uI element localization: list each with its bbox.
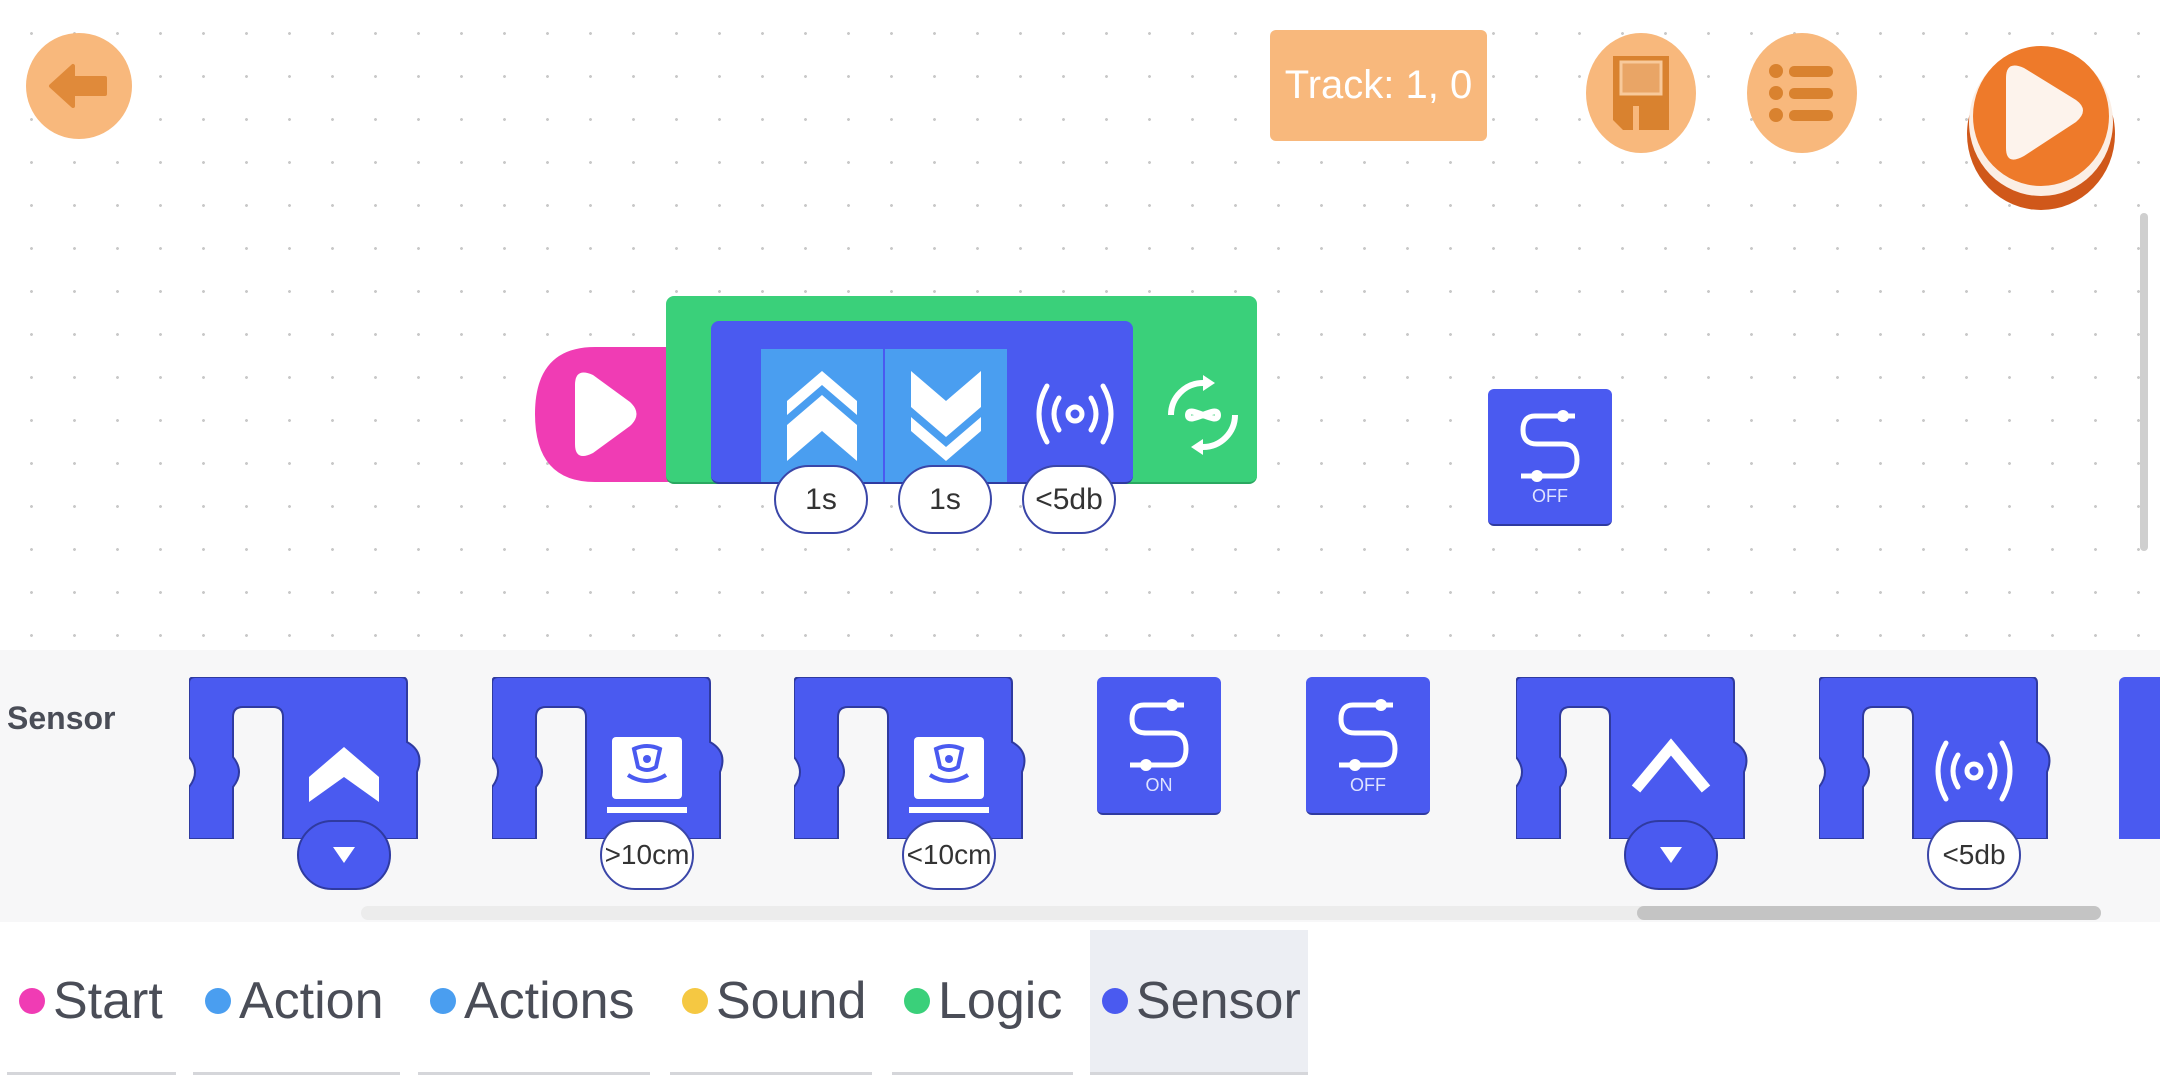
tab-sensor[interactable]: Sensor [1090, 930, 1308, 1075]
caret-down-icon [333, 847, 355, 863]
ultrasonic-icon [909, 737, 989, 813]
caret-down-icon [1660, 847, 1682, 863]
switch-path-icon [1129, 698, 1189, 771]
palette-title: Sensor [7, 700, 116, 736]
tab-start[interactable]: Start [7, 930, 176, 1075]
move-backward-block[interactable] [885, 349, 1007, 482]
track-display[interactable]: Track: 1, 0 [1270, 30, 1487, 141]
canvas-scrollbar[interactable] [2140, 213, 2148, 551]
menu-button[interactable] [1747, 33, 1857, 153]
category-dot-icon [430, 988, 456, 1014]
category-dot-icon [682, 988, 708, 1014]
dropdown-toggle[interactable] [1624, 820, 1718, 890]
block-param[interactable]: <10cm [902, 820, 996, 890]
sound-threshold-param[interactable]: <5db [1022, 465, 1116, 534]
arrow-left-icon [49, 64, 107, 108]
loose-switch-off-block[interactable]: OFF [1488, 389, 1612, 526]
floppy-disk-icon [1613, 56, 1669, 130]
tab-label: Logic [938, 972, 1063, 1030]
tab-sound[interactable]: Sound [670, 930, 872, 1075]
run-button[interactable] [1966, 38, 2116, 210]
tab-actions[interactable]: Actions [418, 930, 650, 1075]
block-param[interactable]: <5db [1927, 820, 2021, 890]
tab-label: Sensor [1136, 972, 1301, 1030]
category-dot-icon [904, 988, 930, 1014]
double-chevron-down-icon [911, 370, 981, 461]
tab-label: Start [53, 972, 163, 1030]
block-param[interactable]: >10cm [600, 820, 694, 890]
block-label: OFF [1350, 774, 1386, 795]
block-label: ON [1145, 774, 1173, 795]
tab-label: Actions [464, 972, 635, 1030]
switch-path-icon [1338, 698, 1398, 771]
category-dot-icon [1102, 988, 1128, 1014]
tab-label: Sound [716, 972, 867, 1030]
tab-action[interactable]: Action [193, 930, 400, 1075]
list-icon [1769, 64, 1833, 122]
ultrasonic-icon [607, 737, 687, 813]
forward-duration-param[interactable]: 1s [774, 465, 868, 534]
switch-path-icon [1520, 410, 1580, 482]
palette-scrollbar-thumb[interactable] [1637, 906, 2101, 920]
chevron-up-bold-icon [309, 747, 379, 802]
tab-label: Action [239, 972, 384, 1030]
infinity-loop-icon [1168, 375, 1238, 455]
double-chevron-up-icon [787, 370, 857, 461]
sound-wave-icon [1036, 383, 1114, 445]
sound-wave-icon [1935, 740, 2013, 802]
back-button[interactable] [26, 33, 132, 139]
play-icon [535, 347, 685, 482]
block-label: OFF [1532, 486, 1568, 506]
category-dot-icon [19, 988, 45, 1014]
chevron-up-icon [1631, 738, 1711, 793]
category-dot-icon [205, 988, 231, 1014]
tab-logic[interactable]: Logic [892, 930, 1073, 1075]
palette-block-partial[interactable] [2119, 677, 2160, 839]
save-button[interactable] [1586, 33, 1696, 153]
program-start-block[interactable] [535, 347, 685, 482]
move-forward-block[interactable] [761, 349, 883, 482]
dropdown-toggle[interactable] [297, 820, 391, 890]
backward-duration-param[interactable]: 1s [898, 465, 992, 534]
play-icon [1967, 46, 2115, 210]
